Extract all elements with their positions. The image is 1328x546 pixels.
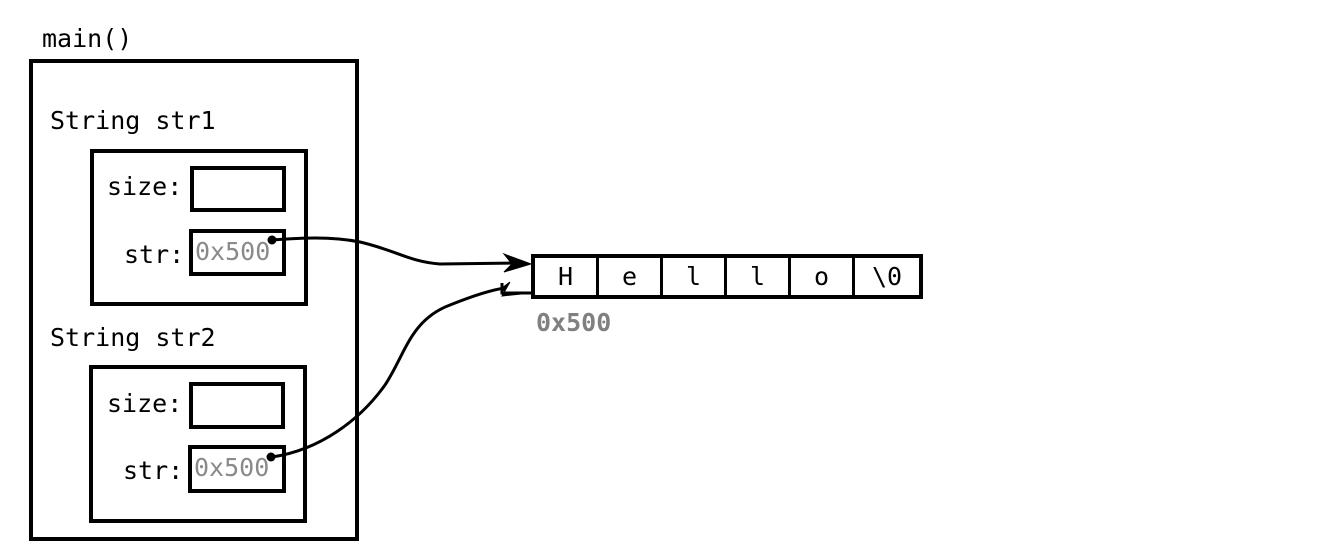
array-address: 0x500 [536, 308, 612, 337]
str1-size-label: size: [107, 172, 183, 201]
char-cell: o [791, 258, 855, 295]
str1-str-label: str: [124, 240, 185, 269]
str1-arrowhead-icon [502, 252, 533, 273]
str2-str-label: str: [123, 456, 184, 485]
char-cell: l [727, 258, 791, 295]
str1-size-field [190, 166, 286, 212]
str2-title: String str2 [50, 323, 216, 352]
str2-str-value: 0x500 [194, 453, 270, 482]
str2-arrow-hook [500, 283, 531, 295]
str1-pointer-origin [267, 235, 277, 245]
char-cell: e [599, 258, 663, 295]
str1-str-value: 0x500 [195, 237, 271, 266]
str2-object [89, 365, 307, 523]
main-frame [29, 59, 359, 541]
str1-title: String str1 [50, 106, 216, 135]
str1-object [90, 149, 308, 306]
char-cell: \0 [871, 262, 903, 291]
str2-pointer-origin [266, 452, 276, 462]
str1-pointer-arrow [270, 236, 517, 266]
str2-size-label: size: [107, 389, 183, 418]
str2-pointer-arrow [270, 286, 507, 459]
char-array: H e l l o \0 [531, 254, 923, 299]
str2-size-field [189, 382, 285, 429]
frame-title: main() [42, 24, 133, 53]
char-cell: l [663, 258, 727, 295]
char-cell: H [535, 258, 599, 295]
